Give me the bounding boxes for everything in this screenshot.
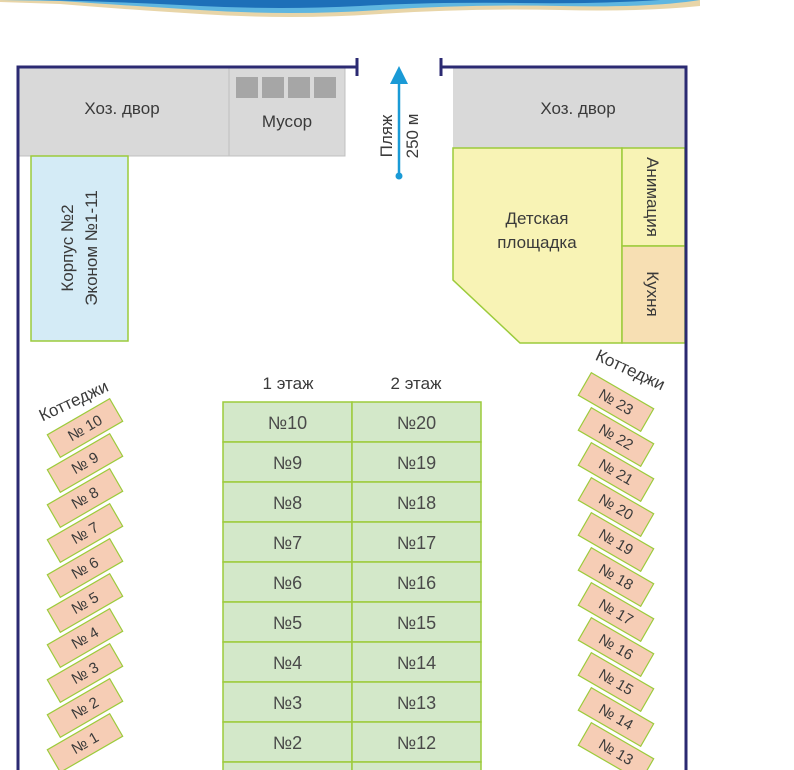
cottage-shape bbox=[577, 721, 655, 770]
room-floor-1-label: №2 bbox=[273, 733, 302, 753]
left-yard bbox=[17, 67, 231, 157]
room-floor-2 bbox=[351, 441, 482, 483]
room-floor-2 bbox=[351, 401, 482, 443]
room-floor-1 bbox=[222, 761, 353, 770]
cottage-shape bbox=[46, 397, 124, 459]
cottage-shape bbox=[577, 546, 655, 608]
playground-line1: Детская bbox=[506, 209, 569, 228]
cottage-shape bbox=[577, 371, 655, 433]
room-floor-1-label: №9 bbox=[273, 453, 302, 473]
room-floor-2-label: №15 bbox=[397, 613, 436, 633]
room-floor-1 bbox=[222, 721, 353, 763]
building-2 bbox=[30, 155, 129, 342]
cottage-shape bbox=[46, 502, 124, 564]
building-2-line1: Корпус №2 bbox=[58, 204, 77, 291]
floor-1-label: 1 этаж bbox=[263, 374, 315, 393]
cottage-shape bbox=[577, 406, 655, 468]
room-floor-1-label: №10 bbox=[268, 413, 307, 433]
beach-direction-arrow bbox=[390, 66, 408, 180]
room-floor-2-label: №19 bbox=[397, 453, 436, 473]
cottage-shape bbox=[46, 607, 124, 669]
room-floor-2-label: №14 bbox=[397, 653, 436, 673]
cottage-shape bbox=[577, 476, 655, 538]
playground bbox=[452, 147, 623, 344]
room-floor-2 bbox=[351, 561, 482, 603]
cottage-shape bbox=[577, 581, 655, 643]
room-floor-2 bbox=[351, 641, 482, 683]
cottage-shape bbox=[46, 572, 124, 634]
room-floor-1-label: №8 bbox=[273, 493, 302, 513]
cottage-shape bbox=[46, 467, 124, 529]
room-floor-1-label: №7 bbox=[273, 533, 302, 553]
cottage: № 1 bbox=[46, 712, 124, 770]
room-floor-1-label: №3 bbox=[273, 693, 302, 713]
room-floor-1 bbox=[222, 641, 353, 683]
room-floor-2 bbox=[351, 761, 482, 770]
floor-2-label: 2 этаж bbox=[391, 374, 443, 393]
cottage: № 16 bbox=[577, 616, 655, 678]
trash-bins bbox=[236, 77, 336, 98]
cottage-shape bbox=[577, 616, 655, 678]
playground-line2: площадка bbox=[497, 233, 577, 252]
room-floor-2-label: №12 bbox=[397, 733, 436, 753]
trash-label: Мусор bbox=[262, 112, 312, 131]
territory-boundary bbox=[16, 58, 688, 770]
room-floor-2 bbox=[351, 481, 482, 523]
room-floor-1-label: №5 bbox=[273, 613, 302, 633]
right-yard bbox=[453, 68, 685, 148]
room-floor-1-label: №4 bbox=[273, 653, 302, 673]
room-floor-1 bbox=[222, 601, 353, 643]
cottage-shape bbox=[577, 686, 655, 748]
sea-strip bbox=[0, 0, 700, 17]
cottage-shape bbox=[577, 511, 655, 573]
room-floor-2-label: №13 bbox=[397, 693, 436, 713]
animation-label: Анимация bbox=[643, 157, 662, 237]
right-yard-label: Хоз. двор bbox=[540, 99, 615, 118]
cottage-shape bbox=[46, 537, 124, 599]
kitchen-label: Кухня bbox=[643, 271, 662, 317]
cottage-shape bbox=[577, 441, 655, 503]
room-floor-2-label: №18 bbox=[397, 493, 436, 513]
building-2-line2: Эконом №1-11 bbox=[82, 190, 101, 306]
main-building-rooms: №10 №9 №8 №7 №6 №5 №4 №3 №2 №20 №19 №18 №17 №16 №15 №14… bbox=[222, 401, 482, 770]
cottage-shape bbox=[46, 432, 124, 494]
cottage: № 13 bbox=[577, 721, 655, 770]
room-floor-2-label: №16 bbox=[397, 573, 436, 593]
left-yard-label: Хоз. двор bbox=[84, 99, 159, 118]
room-floor-2-label: №17 bbox=[397, 533, 436, 553]
cottage-shape bbox=[46, 712, 124, 770]
cottage-shape bbox=[46, 642, 124, 704]
cottage-shape bbox=[46, 677, 124, 739]
room-floor-1 bbox=[222, 521, 353, 563]
room-floor-2-label: №20 bbox=[397, 413, 436, 433]
cottage-shape bbox=[577, 651, 655, 713]
beach-distance: 250 м bbox=[403, 114, 422, 159]
beach-label: Пляж bbox=[377, 114, 396, 157]
room-floor-1-label: №6 bbox=[273, 573, 302, 593]
